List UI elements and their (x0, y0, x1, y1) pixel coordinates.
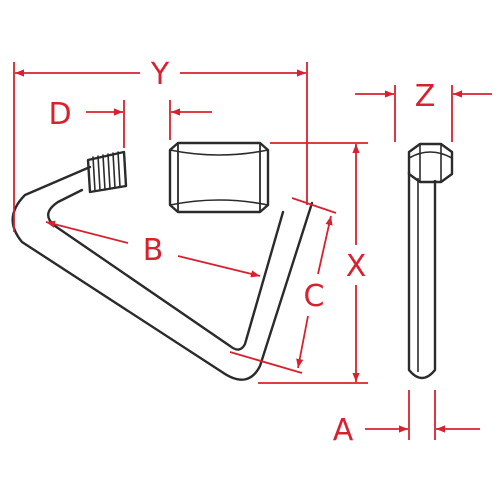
side-view (407, 142, 454, 380)
label-z: Z (415, 79, 436, 114)
ext-c-bottom (229, 351, 303, 374)
dim-c-arrow-bottom (296, 315, 309, 369)
label-d: D (48, 97, 71, 132)
side-rod (407, 172, 437, 380)
label-x: X (346, 249, 367, 284)
ext-c-top (291, 197, 337, 214)
dim-b-arrow-left (45, 220, 129, 244)
label-b: B (143, 233, 164, 268)
side-hex-head (407, 142, 454, 184)
link-outer-outline (11, 165, 314, 381)
dimension-lines (13, 62, 492, 440)
thread-lines (92, 151, 121, 192)
dim-b-arrow-right (177, 255, 261, 278)
thread-stub (86, 150, 128, 194)
label-c: C (304, 279, 325, 314)
dim-c-arrow-top (317, 215, 333, 275)
label-y: Y (150, 57, 170, 92)
front-view (11, 141, 314, 381)
hex-face-curve-bottom (169, 199, 269, 206)
hex-face-curve-top (169, 149, 269, 156)
label-a: A (333, 413, 354, 448)
link-inner-outline (47, 188, 285, 351)
side-hex-facets (408, 144, 453, 182)
